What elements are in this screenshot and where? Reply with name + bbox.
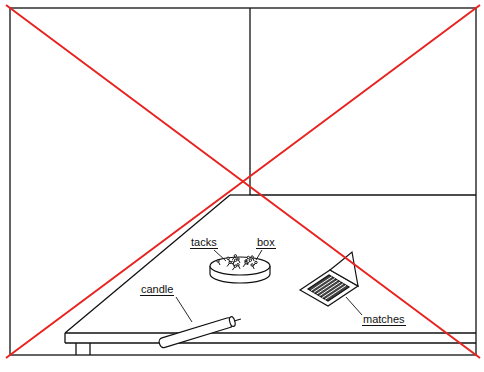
table-side-edge [65,195,230,333]
tack-head [217,260,219,262]
tack-box [210,255,270,283]
table-front-edge [65,332,476,333]
tack-head [255,261,257,263]
table-back-edge [250,194,476,195]
wall-corner [249,8,250,195]
candle-end [228,316,236,327]
tack-head [234,255,236,257]
match-gap [322,284,343,298]
tack-head [251,264,253,266]
part-label: tacks [190,236,218,249]
box-rim [210,257,270,275]
tack-head [245,262,247,264]
tack-head [237,264,239,266]
match-gap [319,282,340,296]
candle-body [158,317,234,349]
candle-drawing [158,314,242,348]
table-thickness [64,333,65,343]
leader-line [176,297,192,322]
tack-head [247,256,249,258]
candle-wick [234,319,241,321]
tack-head [249,259,251,261]
table-back-edge [230,194,250,195]
leader-lines [176,250,362,322]
tack-head [237,258,239,260]
match-gap [317,280,338,294]
table-leg [89,343,90,355]
match-sticks [311,277,346,300]
tack-head [227,257,229,259]
tack-head [251,256,253,258]
part-label: box [256,236,276,249]
red-cross [6,5,480,358]
match-gap [314,278,335,292]
match-gap [325,285,346,299]
table-leg [75,343,76,355]
leader-line [346,297,362,315]
part-label: matches [362,313,406,326]
match-heads [308,275,349,301]
table-underside [65,342,476,343]
cross-line [6,5,480,358]
leader-line [214,250,226,261]
part-label: candle [140,283,174,296]
leader-line [256,250,262,260]
cross-line [6,5,480,358]
match-gap [311,277,332,291]
tacks-pile [217,255,257,271]
